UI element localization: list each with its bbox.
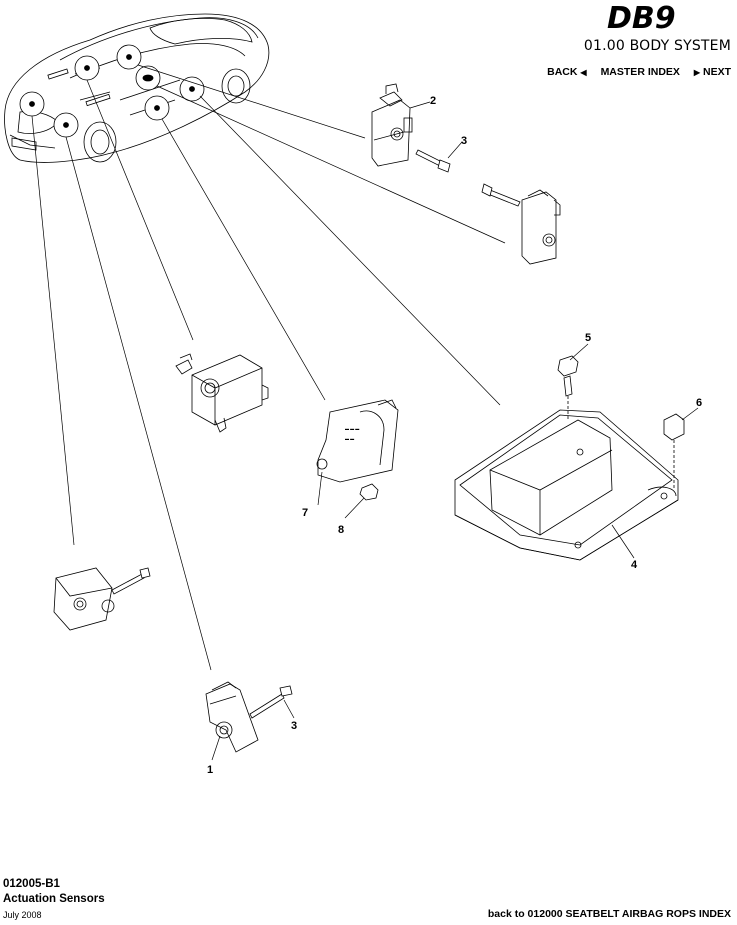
callout-1: 1	[207, 764, 213, 776]
sensor-location-markers	[19, 44, 205, 138]
triangle-left-icon: ◀	[580, 68, 587, 77]
callout-5: 5	[585, 332, 591, 344]
triangle-right-icon: ▶	[693, 68, 701, 77]
navigation-bar: BACK ◀ MASTER INDEX ▶ NEXT	[547, 66, 731, 78]
logo-text: DB9	[607, 1, 676, 34]
nut-6	[663, 413, 685, 490]
sensor-module-left	[191, 354, 269, 433]
side-sensor-right	[521, 189, 561, 265]
document-code: 012005-B1	[3, 878, 60, 890]
leader-lines	[31, 64, 506, 671]
front-impact-sensor-left	[53, 567, 115, 631]
sensor-7: ▬ ▬ ▬ ▬ ▬	[316, 399, 399, 483]
master-index-link[interactable]: MASTER INDEX	[600, 66, 680, 78]
bolt-side-right	[481, 183, 521, 207]
bolt-3-lower	[249, 685, 293, 719]
system-title: 01.00 BODY SYSTEM	[583, 38, 731, 54]
svg-text:▬ ▬: ▬ ▬	[345, 436, 354, 441]
clip-left	[175, 353, 193, 375]
bolt-5	[557, 355, 579, 420]
sensor-1	[205, 681, 259, 753]
next-link[interactable]: ▶ NEXT	[693, 66, 731, 78]
back-to-index-link[interactable]: back to 012000 SEATBELT AIRBAG ROPS INDE…	[487, 908, 731, 920]
db9-logo: DB9	[607, 1, 676, 34]
bolt-front-left	[111, 567, 151, 595]
callout-labels: 2 3 5 6 4 7 8 1 3	[207, 95, 702, 776]
callout-2: 2	[430, 95, 436, 107]
svg-text:▬ ▬ ▬: ▬ ▬ ▬	[345, 426, 359, 431]
callout-3-lower: 3	[291, 720, 297, 732]
back-link[interactable]: BACK ◀	[547, 66, 587, 78]
airbag-control-module-4	[454, 409, 679, 561]
document-title: Actuation Sensors	[3, 893, 105, 905]
car-illustration	[4, 13, 270, 163]
callout-4: 4	[631, 559, 638, 571]
callout-6: 6	[696, 397, 702, 409]
callout-3-upper: 3	[461, 135, 467, 147]
callout-7: 7	[302, 507, 308, 519]
sensor-2	[371, 83, 413, 167]
document-date: July 2008	[3, 910, 42, 920]
bolt-3-upper	[415, 149, 451, 173]
callout-8: 8	[338, 524, 344, 536]
nut-8	[359, 483, 379, 501]
